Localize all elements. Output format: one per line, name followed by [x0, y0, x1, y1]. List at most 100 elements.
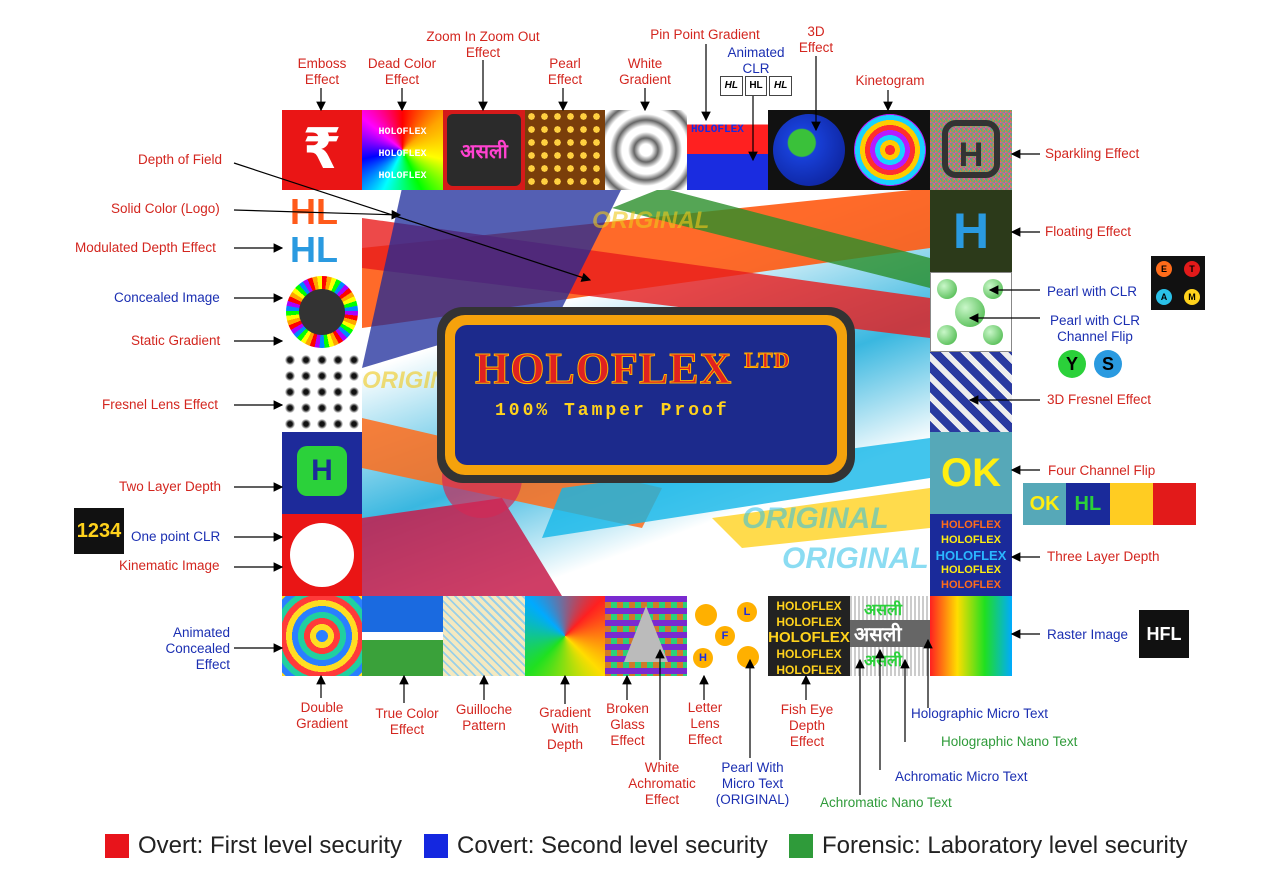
legend-swatch-forensic	[789, 834, 813, 858]
label-three-layer: Three Layer Depth	[1047, 549, 1160, 564]
label-achro-nano: Achromatic Nano Text	[820, 795, 952, 810]
pearl-tile	[525, 110, 605, 190]
label-modulated-depth: Modulated Depth Effect	[75, 240, 216, 255]
white-gradient-tile	[605, 110, 687, 190]
label-3d-fresnel: 3D Fresnel Effect	[1047, 392, 1152, 407]
legend-overt: Overt: First level security	[138, 832, 403, 859]
label-pearl-clr: Pearl with CLR	[1047, 284, 1138, 299]
zoom-tile: असली	[443, 110, 525, 190]
hexagon-icon: H	[942, 120, 1000, 178]
tagline: 100% Tamper Proof	[495, 401, 730, 421]
holoflex-center-logo: HOLOFLEX LTD 100% Tamper Proof	[437, 307, 855, 483]
label-white-gradient: White Gradient	[619, 56, 671, 87]
flower-icon	[854, 114, 926, 186]
label-pearl-clr-flip: Pearl with CLR Channel Flip	[1049, 313, 1141, 344]
pearl-flip-y: Y	[1058, 350, 1086, 378]
legend-covert: Covert: Second level security	[457, 832, 768, 859]
label-fish-eye: Fish Eye Depth Effect	[780, 702, 834, 749]
three-layer-tile: HOLOFLEX HOLOFLEX HOLOFLEX HOLOFLEX HOLO…	[930, 514, 1012, 596]
label-sparkling: Sparkling Effect	[1045, 146, 1140, 161]
pearl-clr-sample: E T A M	[1151, 256, 1205, 310]
h-badge: H	[297, 446, 347, 496]
label-one-point-clr: One point CLR	[131, 529, 221, 544]
legend-swatch-overt	[105, 834, 129, 858]
label-kinematic: Kinematic Image	[119, 558, 220, 573]
label-depth-of-field: Depth of Field	[138, 152, 223, 167]
ok-text: OK	[941, 451, 1001, 495]
pin-point-text: HOLOFLEX	[691, 124, 744, 136]
hl-logo-blue: HL	[290, 229, 338, 270]
label-dead-color: Dead Color Effect	[367, 56, 437, 87]
label-solid-color: Solid Color (Logo)	[111, 201, 220, 216]
four-channel-tile: OK	[930, 432, 1012, 514]
raster-sample: HFL	[1139, 610, 1189, 658]
gradient-depth-tile	[525, 596, 605, 676]
label-letter-lens: Letter Lens Effect	[687, 700, 723, 747]
label-raster: Raster Image	[1047, 627, 1129, 642]
animated-concealed-tile	[282, 596, 362, 676]
fresnel-3d-tile	[930, 352, 1012, 432]
micro-text-green-2: असली	[864, 651, 903, 670]
legend-swatch-covert	[424, 834, 448, 858]
watermark-text: ORIGINAL	[592, 207, 709, 234]
label-pearl-micro: Pearl With Micro Text (ORIGINAL)	[715, 760, 790, 807]
true-color-tile	[362, 596, 443, 676]
label-two-layer: Two Layer Depth	[119, 479, 222, 494]
label-broken-glass: Broken Glass Effect	[606, 701, 649, 748]
label-animated-concealed: Animated Concealed Effect	[165, 625, 230, 672]
legend-forensic: Forensic: Laboratory level security	[822, 832, 1188, 859]
watermark-text: ORIGINAL	[742, 502, 889, 535]
label-3d: 3D Effect	[798, 24, 834, 55]
watermark-text: ORIGINAL	[782, 542, 929, 575]
label-kinetogram: Kinetogram	[855, 73, 925, 88]
micro-text-tile: असली असली असली	[850, 596, 930, 676]
label-static-gradient: Static Gradient	[131, 333, 221, 348]
label-concealed-image: Concealed Image	[114, 290, 220, 305]
label-guilloche: Guilloche Pattern	[455, 702, 513, 733]
label-pin-point: Pin Point Gradient	[650, 27, 760, 42]
guilloche-tile	[443, 596, 525, 676]
label-achro-micro: Achromatic Micro Text	[895, 769, 1028, 784]
sparkling-tile: H	[930, 110, 1012, 190]
one-point-clr-sample: 1234	[74, 508, 124, 554]
label-gradient-depth: Gradient With Depth	[539, 705, 591, 752]
label-emboss: Emboss Effect	[297, 56, 347, 87]
pearl-clr-tile	[930, 272, 1012, 352]
label-animated-clr: Animated CLR	[727, 45, 785, 76]
fresnel-lens-tile	[282, 352, 362, 432]
three-d-tile	[768, 110, 850, 190]
label-white-achromatic: White Achromatic Effect	[628, 760, 696, 807]
micro-text-green: असली	[864, 600, 903, 619]
brand-name: HOLOFLEX LTD	[474, 344, 791, 394]
kinetogram-tile	[850, 110, 930, 190]
concealed-image-tile	[282, 272, 362, 352]
rupee-icon: ₹	[302, 117, 342, 182]
four-channel-sample: OK HL	[1023, 483, 1196, 525]
label-true-color: True Color Effect	[375, 706, 439, 737]
broken-glass-tile	[605, 596, 687, 676]
label-floating: Floating Effect	[1045, 224, 1132, 239]
animated-clr-sample: HL HL HL	[720, 76, 792, 96]
label-four-channel: Four Channel Flip	[1048, 463, 1156, 478]
micro-text-white: असली	[850, 620, 930, 647]
brand-suffix: LTD	[744, 347, 791, 373]
pin-point-tile: HOLOFLEX	[687, 110, 768, 190]
label-fresnel-lens: Fresnel Lens Effect	[102, 397, 219, 412]
floating-tile: H	[930, 190, 1012, 272]
pearl-flip-s: S	[1094, 350, 1122, 378]
label-zoom: Zoom In Zoom Out Effect	[426, 29, 540, 60]
zoom-text: असली	[460, 138, 508, 163]
label-holo-micro: Holographic Micro Text	[911, 706, 1049, 721]
floating-h: H	[952, 203, 990, 259]
raster-tile	[930, 596, 1012, 676]
label-holo-nano: Holographic Nano Text	[941, 734, 1078, 749]
kinematic-tile	[282, 514, 362, 596]
globe-icon	[773, 114, 845, 186]
label-pearl: Pearl Effect	[547, 56, 583, 87]
two-layer-tile: H	[282, 432, 362, 514]
label-double-gradient: Double Gradient	[296, 700, 348, 731]
emboss-tile: ₹	[282, 110, 362, 190]
